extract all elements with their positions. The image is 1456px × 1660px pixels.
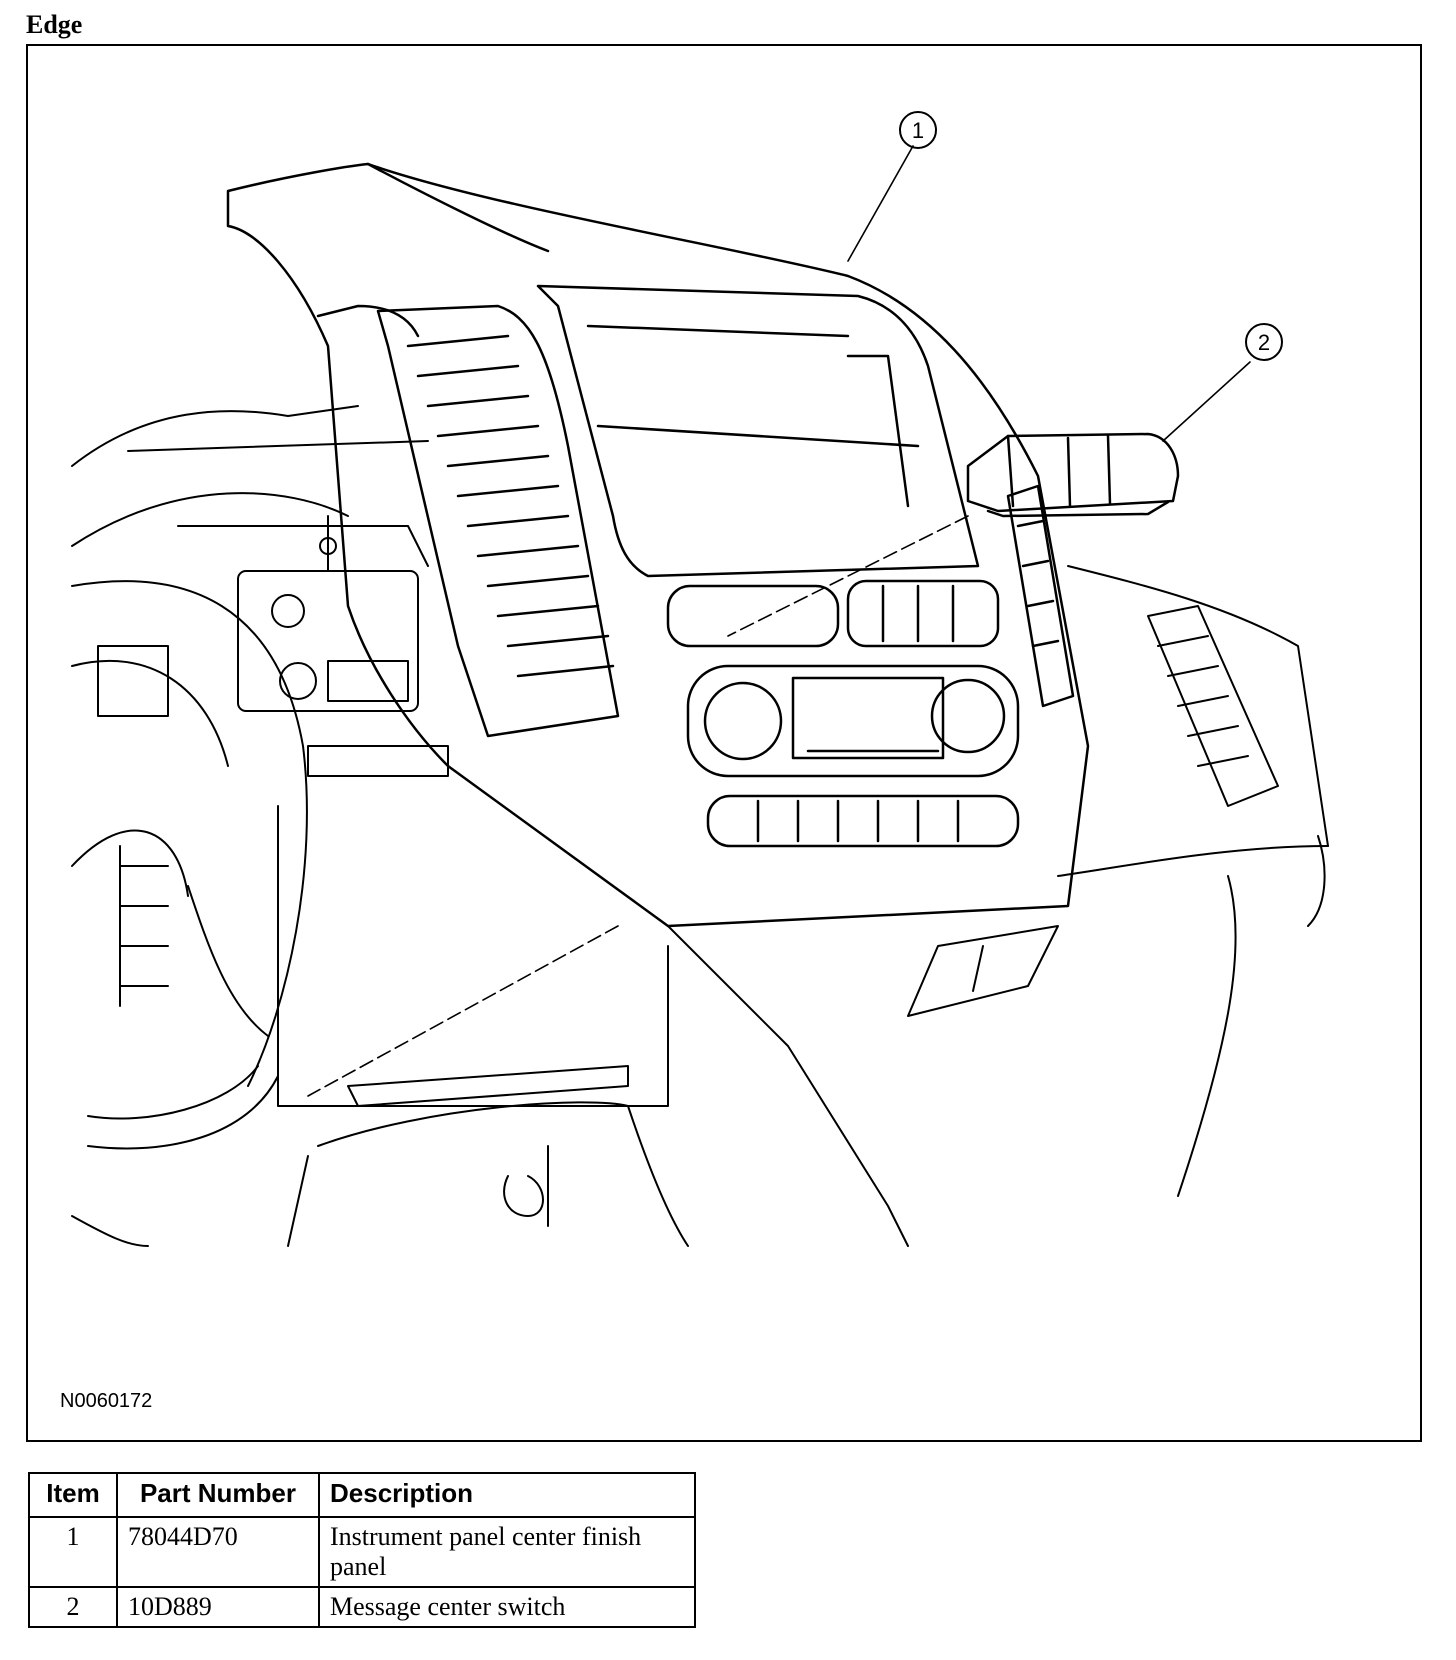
parts-table-header: Item Part Number Description: [28, 1472, 696, 1518]
message-center-switch: [966, 432, 1180, 518]
header-description: Description: [318, 1472, 696, 1518]
page-heading: Edge: [26, 10, 83, 39]
row-item: 2: [28, 1586, 118, 1628]
row-part-number: 78044D70: [116, 1516, 320, 1588]
dashboard-illustration: 1 2: [71, 111, 1329, 1247]
callout-2-label: 2: [1258, 330, 1270, 355]
leader-lines: [307, 145, 1251, 1097]
header-part-number: Part Number: [116, 1472, 320, 1518]
callout-1: 1: [899, 111, 937, 149]
lower-dashboard: [277, 805, 1329, 1247]
figure-frame: 1 2 N0060172: [26, 44, 1422, 1442]
row-part-number: 10D889: [116, 1586, 320, 1628]
steering-wheel-area: [71, 405, 359, 1247]
row-item: 1: [28, 1516, 118, 1588]
right-air-vent: [1067, 565, 1329, 847]
radio-behind-panel: [127, 440, 449, 777]
row-description: Message center switch: [318, 1586, 696, 1628]
parts-table: Item Part Number Description 1 78044D70 …: [28, 1472, 696, 1628]
row-description: Instrument panel center finish panel: [318, 1516, 696, 1588]
center-finish-panel: [226, 162, 1090, 928]
header-item: Item: [28, 1472, 118, 1518]
figure-code: N0060172: [60, 1390, 153, 1412]
table-row: 2 10D889 Message center switch: [28, 1586, 696, 1628]
table-row: 1 78044D70 Instrument panel center finis…: [28, 1516, 696, 1588]
callout-2: 2: [1245, 323, 1283, 361]
callout-1-label: 1: [912, 118, 924, 143]
